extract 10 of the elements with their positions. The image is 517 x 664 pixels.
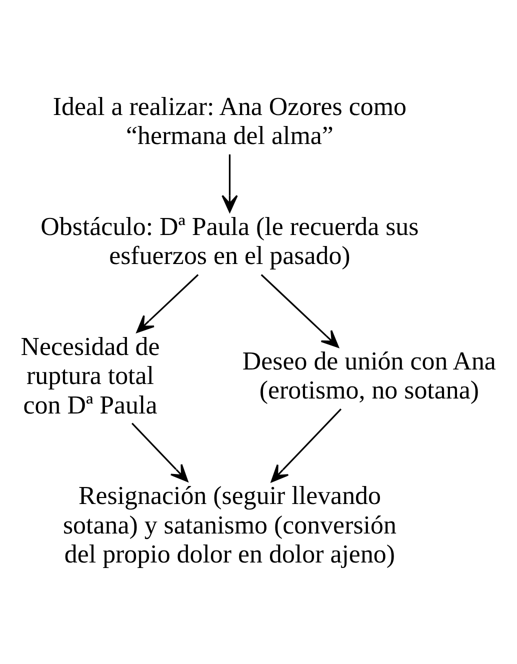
node-text: Necesidad de ruptura total con Dª Paula [20,331,160,419]
arrow [132,422,188,482]
arrow [270,408,342,482]
node-text: Deseo de unión con Ana (erotismo, no sotana) [242,346,496,404]
arrow [222,154,238,212]
arrow [136,274,199,332]
node-text: Obstáculo: Dª Paula (le recuerda sus esfuerzos en el pasado) [40,211,419,270]
arrow [260,274,339,348]
node-text: Resignación (seguir llevando sotana) y satanismo (conversión del propio dolor en dolor ajeno) [62,480,396,568]
node-text: Ideal a realizar: Ana Ozores como “hermana del alma” [52,91,407,150]
